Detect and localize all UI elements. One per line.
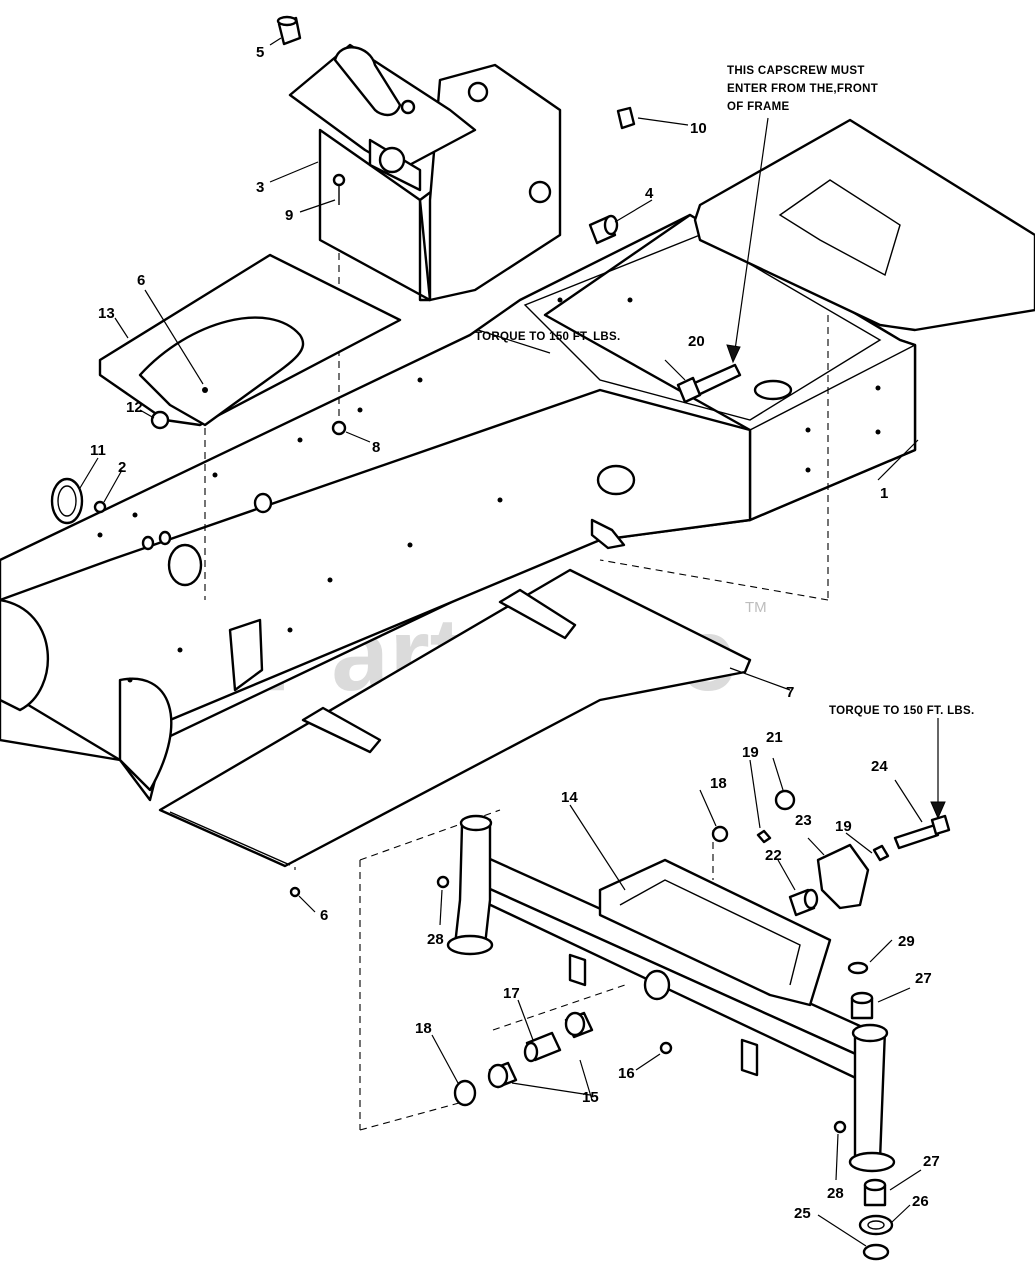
callout-18-upper: 18 (710, 775, 727, 792)
callout-28-right: 28 (827, 1185, 844, 1202)
callout-6-lower: 6 (320, 907, 328, 924)
callout-19-right: 19 (835, 818, 852, 835)
callout-20: 20 (688, 333, 705, 350)
callout-18-lower: 18 (415, 1020, 432, 1037)
callout-9: 9 (285, 207, 293, 224)
part-22-bushing (788, 888, 819, 917)
callout-3: 3 (256, 179, 264, 196)
callout-labels: 1 2 3 4 5 6 6 7 8 9 10 11 12 13 14 15 16… (90, 44, 940, 1222)
part-18-washer-lower (453, 1079, 477, 1107)
part-4-spacer (588, 214, 619, 245)
part-21-nut (774, 789, 796, 811)
part-5-bushing (276, 15, 302, 46)
leader-lines (79, 37, 923, 1247)
part-6-bolt-lower (289, 886, 301, 898)
part-29-washer (847, 961, 869, 975)
callout-23: 23 (795, 812, 812, 829)
callout-22: 22 (765, 847, 782, 864)
shield-plate (98, 253, 402, 427)
callout-24: 24 (871, 758, 888, 775)
callout-2: 2 (118, 459, 126, 476)
callout-29: 29 (898, 933, 915, 950)
part-11-gear-washer (50, 477, 84, 525)
front-axle (446, 814, 896, 1173)
part-23-bracket (816, 843, 870, 910)
callout-26: 26 (912, 1193, 929, 1210)
callout-10: 10 (690, 120, 707, 137)
bottom-pan (158, 568, 752, 868)
part-18-washer-upper (711, 825, 729, 843)
part-27-bushing-upper (850, 991, 874, 1020)
callout-6-upper: 6 (137, 272, 145, 289)
part-20-capscrew (676, 363, 742, 404)
note-torque-lower: TORQUE TO 150 FT. LBS. (829, 705, 974, 717)
callout-4: 4 (645, 185, 654, 202)
callout-7: 7 (786, 684, 794, 701)
part-28-fitting-right (833, 1120, 847, 1134)
part-25-nut (862, 1243, 890, 1261)
part-15-bushing-right (564, 1011, 594, 1039)
callout-5: 5 (256, 44, 264, 61)
part-16-fitting (659, 1041, 673, 1055)
part-2-washer (93, 500, 107, 514)
callout-1: 1 (880, 485, 888, 502)
note-capscrew-line-1: THIS CAPSCREW MUST (727, 65, 865, 77)
part-10-clip (616, 106, 636, 130)
watermark-trademark: TM (745, 599, 767, 616)
part-27-bushing-lower (863, 1178, 887, 1207)
part-19-clip-left (756, 829, 772, 844)
part-26-bearing (858, 1214, 894, 1236)
part-24-bolt (893, 814, 951, 850)
note-torque-upper: TORQUE TO 150 FT. LBS. (475, 331, 620, 343)
callout-27-lower: 27 (923, 1153, 940, 1170)
part-12-lockwasher (150, 410, 170, 430)
bracket-assembly (288, 43, 562, 302)
callout-19-left: 19 (742, 744, 759, 761)
callout-27-upper: 27 (915, 970, 932, 987)
frame-stud (590, 518, 626, 550)
callout-14: 14 (561, 789, 578, 806)
callout-8: 8 (372, 439, 380, 456)
callout-13: 13 (98, 305, 115, 322)
part-17-pin (523, 1031, 562, 1063)
part-15-bushing-left (487, 1061, 518, 1089)
callout-16: 16 (618, 1065, 635, 1082)
callout-17: 17 (503, 985, 520, 1002)
note-arrows (726, 117, 946, 820)
callout-12: 12 (126, 399, 143, 416)
callout-28-left: 28 (427, 931, 444, 948)
part-8-nut (331, 420, 347, 436)
note-capscrew-line-2: ENTER FROM THE,FRONT (727, 83, 878, 95)
callout-11: 11 (90, 442, 106, 459)
callout-25: 25 (794, 1205, 811, 1222)
callout-15: 15 (582, 1089, 599, 1106)
part-9-screw (332, 173, 346, 205)
part-19-clip-right (872, 844, 890, 862)
part-28-fitting-left (436, 875, 450, 889)
callout-21: 21 (766, 729, 783, 746)
note-capscrew-line-3: OF FRAME (727, 101, 789, 113)
